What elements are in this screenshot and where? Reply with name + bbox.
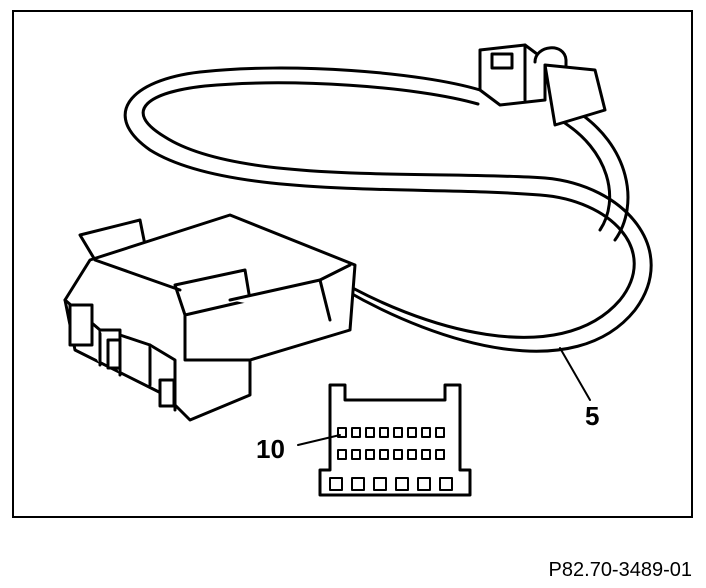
harness-cable	[123, 66, 653, 353]
connector-pin-face	[318, 383, 472, 497]
main-connector-housing	[63, 213, 357, 422]
leader-line-harness	[559, 347, 591, 401]
callout-10: 10	[256, 434, 285, 464]
small-plug-connector	[478, 43, 607, 127]
callout-5: 5	[585, 401, 599, 431]
figure-code: P82.70-3489-01	[548, 559, 692, 581]
leader-line-connector-pins	[297, 434, 341, 446]
